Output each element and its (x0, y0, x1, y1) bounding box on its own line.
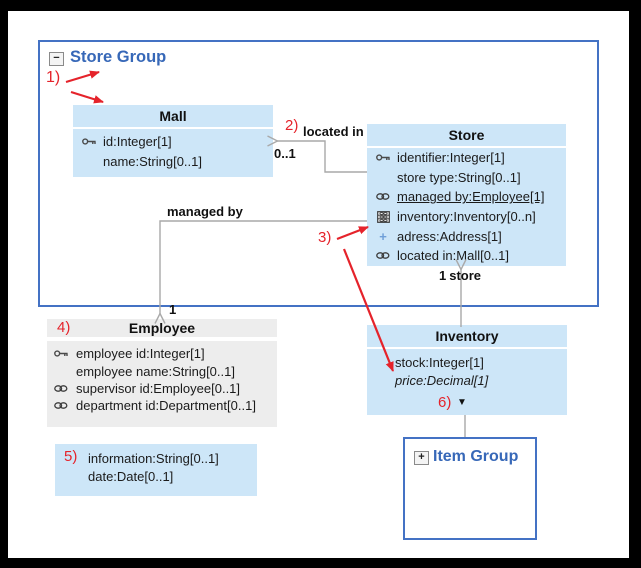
chain-icon (53, 401, 69, 410)
attribute-text: store type:String[0..1] (397, 169, 521, 185)
key-icon (81, 137, 97, 146)
attribute-row[interactable]: managed by:Employee[1] (367, 187, 566, 207)
employee-attribute-list: employee id:Integer[1]employee name:Stri… (47, 341, 277, 415)
item-group-container[interactable] (403, 437, 537, 540)
attribute-row[interactable]: inventory:Inventory[0..n] (367, 207, 566, 227)
class-store-title[interactable]: Store (367, 124, 566, 148)
attribute-text: department id:Department[0..1] (76, 398, 256, 414)
key-icon (375, 153, 391, 162)
annotation-2: 2) (285, 117, 299, 134)
attribute-row[interactable]: information:String[0..1] (55, 449, 257, 468)
annotation-5: 5) (64, 448, 78, 465)
chain-icon (53, 384, 69, 393)
multiplicity-store: 1 (439, 268, 447, 283)
key-icon (53, 349, 69, 358)
attribute-text: stock:Integer[1] (395, 354, 484, 370)
class-store[interactable]: Store identifier:Integer[1] store type:St… (367, 124, 566, 266)
role-store: store (449, 268, 482, 283)
annotation-1: 1) (46, 69, 61, 86)
inventory-attribute-list: stock:Integer[1] price:Decimal[1] (367, 349, 567, 389)
attribute-row[interactable]: id:Integer[1] (73, 131, 273, 151)
chain-icon (375, 251, 391, 260)
class-employee-title[interactable]: Employee (47, 319, 277, 341)
plus-icon: + (379, 228, 387, 244)
attribute-row[interactable]: employee name:String[0..1] (47, 362, 277, 379)
attribute-text: employee id:Integer[1] (76, 346, 205, 362)
annotation-4: 4) (57, 319, 71, 336)
note-attribute-list: information:String[0..1] date:Date[0..1] (55, 449, 257, 486)
edge-label-managed-by[interactable]: managed by (167, 204, 243, 219)
attribute-row[interactable]: name:String[0..1] (73, 151, 273, 171)
attribute-row[interactable]: located in:Mall[0..1] (367, 246, 566, 266)
attribute-row[interactable]: department id:Department[0..1] (47, 397, 277, 414)
class-mall-title[interactable]: Mall (73, 105, 273, 129)
expand-button[interactable]: + (414, 451, 429, 465)
attribute-text: price:Decimal[1] (395, 372, 489, 388)
multiplicity-managed-by[interactable]: 1 (169, 302, 177, 317)
class-inventory-title[interactable]: Inventory (367, 325, 567, 349)
attribute-text: managed by:Employee[1] (397, 189, 545, 205)
multiplicity-located-in[interactable]: 0..1 (274, 146, 296, 161)
attribute-text: supervisor id:Employee[0..1] (76, 380, 241, 396)
edge-label-located-in[interactable]: located in (303, 124, 364, 139)
table-icon (375, 210, 391, 223)
attribute-text: adress:Address[1] (397, 228, 502, 244)
store-attribute-list: identifier:Integer[1] store type:String[0… (367, 148, 566, 266)
collapse-button[interactable]: − (49, 52, 64, 66)
attribute-row[interactable]: supervisor id:Employee[0..1] (47, 380, 277, 397)
attribute-text: located in:Mall[0..1] (397, 248, 510, 264)
store-group-title[interactable]: Store Group (70, 48, 167, 66)
attribute-text: identifier:Integer[1] (397, 150, 505, 166)
class-mall[interactable]: Mall id:Integer[1] name:String[0..1] (73, 105, 273, 177)
attribute-row[interactable]: + adress:Address[1] (367, 226, 566, 246)
annotation-6: 6) (438, 394, 452, 411)
attribute-text: employee name:String[0..1] (76, 363, 235, 379)
attribute-text: name:String[0..1] (103, 153, 202, 169)
attribute-row[interactable]: price:Decimal[1] (367, 371, 567, 389)
attribute-row[interactable]: employee id:Integer[1] (47, 345, 277, 362)
attribute-row[interactable]: date:Date[0..1] (55, 468, 257, 487)
attribute-text: inventory:Inventory[0..n] (397, 209, 536, 225)
class-employee[interactable]: Employee employee id:Integer[1]employee … (47, 319, 277, 427)
attribute-row[interactable]: identifier:Integer[1] (367, 148, 566, 168)
annotation-3: 3) (318, 229, 332, 246)
attribute-text: id:Integer[1] (103, 133, 172, 149)
attribute-text: date:Date[0..1] (88, 469, 174, 485)
mall-attribute-list: id:Integer[1] name:String[0..1] (73, 129, 273, 171)
attribute-row[interactable]: store type:String[0..1] (367, 168, 566, 188)
attribute-row[interactable]: stock:Integer[1] (367, 353, 567, 371)
attribute-note-box[interactable]: information:String[0..1] date:Date[0..1] (55, 444, 257, 496)
class-inventory[interactable]: Inventory stock:Integer[1] price:Decimal[… (367, 325, 567, 415)
attribute-text: information:String[0..1] (88, 450, 219, 466)
item-group-title[interactable]: Item Group (433, 448, 519, 465)
chain-icon (375, 192, 391, 201)
dropdown-arrow-icon[interactable]: ▼ (457, 397, 467, 408)
